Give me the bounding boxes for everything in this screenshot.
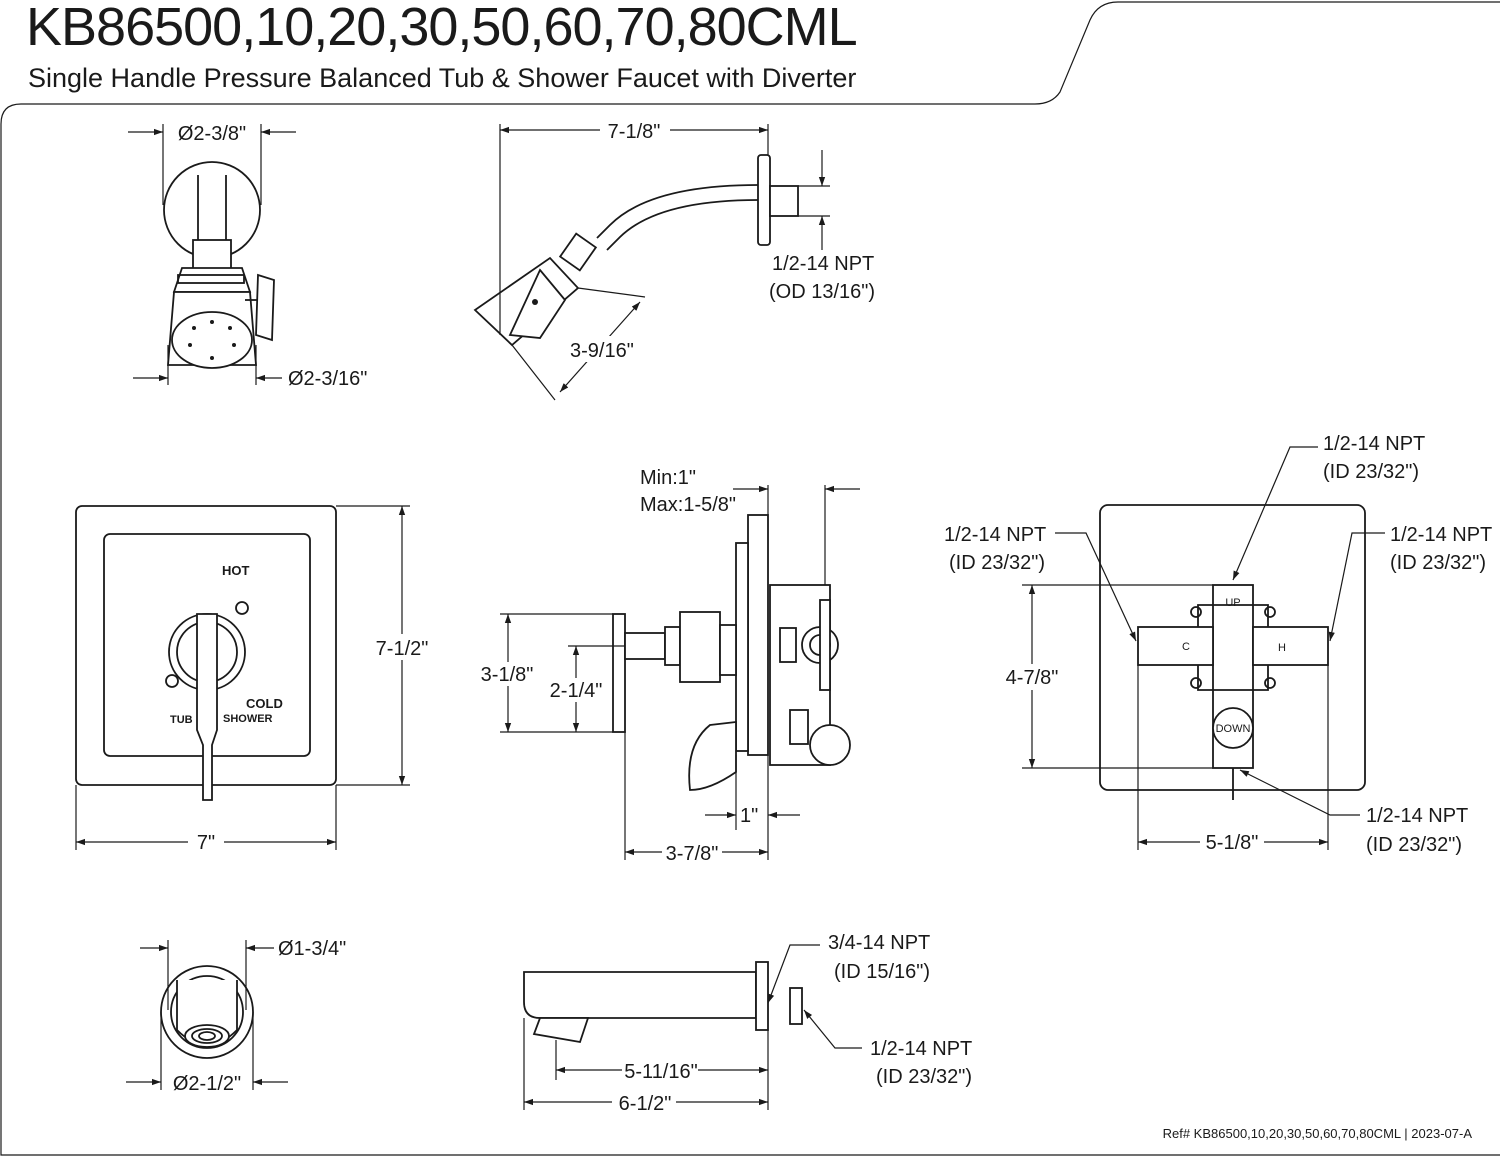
tub-label: TUB bbox=[170, 714, 193, 726]
max-depth-label: Max:1-5/8" bbox=[640, 494, 736, 516]
showerarm-od-label: (OD 13/16") bbox=[769, 281, 875, 303]
valve-dim-d-label: 3-7/8" bbox=[666, 843, 719, 865]
valve-rear-view: UP DOWN C H 1/2-14 NPT (ID 23/32") 1/2-1… bbox=[944, 433, 1492, 856]
cold-label: COLD bbox=[246, 696, 283, 711]
spout-front-view: Ø1-3/4" Ø2-1/2" bbox=[126, 938, 346, 1095]
showerarm-thread-label: 1/2-14 NPT bbox=[772, 253, 874, 275]
valve-dim-b-label: 2-1/4" bbox=[550, 680, 603, 702]
arm-length-label: 7-1/8" bbox=[608, 121, 661, 143]
head-diameter-label: Ø2-3/16" bbox=[288, 368, 367, 390]
hot-port-label: H bbox=[1278, 642, 1286, 654]
right-port-thread-label: 1/2-14 NPT bbox=[1390, 524, 1492, 546]
valve-width-label: 5-1/8" bbox=[1206, 832, 1259, 854]
valve-dim-c-label: 1" bbox=[740, 805, 758, 827]
ref-number: Ref# KB86500,10,20,30,50,60,70,80CML bbox=[1162, 1126, 1401, 1141]
spout-inlet-id-label: (ID 15/16") bbox=[834, 961, 930, 983]
drawing-subtitle: Single Handle Pressure Balanced Tub & Sh… bbox=[28, 63, 857, 93]
cold-port-label: C bbox=[1182, 641, 1190, 653]
down-label: DOWN bbox=[1216, 723, 1251, 735]
spout-outlet-diameter-label: Ø1-3/4" bbox=[278, 938, 346, 960]
trim-height-label: 7-1/2" bbox=[376, 638, 429, 660]
bottom-port-thread-label: 1/2-14 NPT bbox=[1366, 805, 1468, 827]
left-port-id-label: (ID 23/32") bbox=[949, 552, 1045, 574]
adapter-id-label: (ID 23/32") bbox=[876, 1066, 972, 1088]
ref-revision: 2023-07-A bbox=[1411, 1126, 1472, 1141]
ref-separator: | bbox=[1404, 1126, 1408, 1141]
hot-label: HOT bbox=[222, 563, 250, 578]
drawing-title: KB86500,10,20,30,50,60,70,80CML bbox=[26, 0, 858, 57]
showerhead-front-view: Ø2-3/8" Ø2-3/16" bbox=[128, 123, 367, 390]
valve-side-view: Min:1" Max:1-5/8" 3-1/8" 2-1/4" 1" 3-7/8… bbox=[477, 467, 860, 865]
top-port-thread-label: 1/2-14 NPT bbox=[1323, 433, 1425, 455]
trim-width-label: 7" bbox=[197, 832, 215, 854]
valve-dim-a-label: 3-1/8" bbox=[481, 664, 534, 686]
spout-length-label: 6-1/2" bbox=[619, 1093, 672, 1115]
up-label: UP bbox=[1225, 597, 1240, 609]
shower-label: SHOWER bbox=[223, 713, 273, 725]
adapter-thread-label: 1/2-14 NPT bbox=[870, 1038, 972, 1060]
left-port-thread-label: 1/2-14 NPT bbox=[944, 524, 1046, 546]
bottom-port-id-label: (ID 23/32") bbox=[1366, 834, 1462, 856]
reference-footer: Ref# KB86500,10,20,30,50,60,70,80CML | 2… bbox=[1163, 1126, 1472, 1141]
spout-side-view: 3/4-14 NPT (ID 15/16") 1/2-14 NPT (ID 23… bbox=[523, 932, 972, 1115]
showerhead-side-view: 7-1/8" 1/2-14 NPT (OD 13/16") 3-9/16" bbox=[473, 118, 875, 401]
spout-flange-diameter-label: Ø2-1/2" bbox=[173, 1073, 241, 1095]
spout-inlet-thread-label: 3/4-14 NPT bbox=[828, 932, 930, 954]
trim-plate-front-view: HOT COLD TUB SHOWER 7-1/2" 7" bbox=[75, 505, 434, 854]
head-size-label: 3-9/16" bbox=[570, 340, 634, 362]
spout-reach-label: 5-11/16" bbox=[624, 1061, 697, 1083]
valve-height-label: 4-7/8" bbox=[1006, 667, 1059, 689]
right-port-id-label: (ID 23/32") bbox=[1390, 552, 1486, 574]
top-port-id-label: (ID 23/32") bbox=[1323, 461, 1419, 483]
min-depth-label: Min:1" bbox=[640, 467, 696, 489]
flange-diameter-label: Ø2-3/8" bbox=[178, 123, 246, 145]
